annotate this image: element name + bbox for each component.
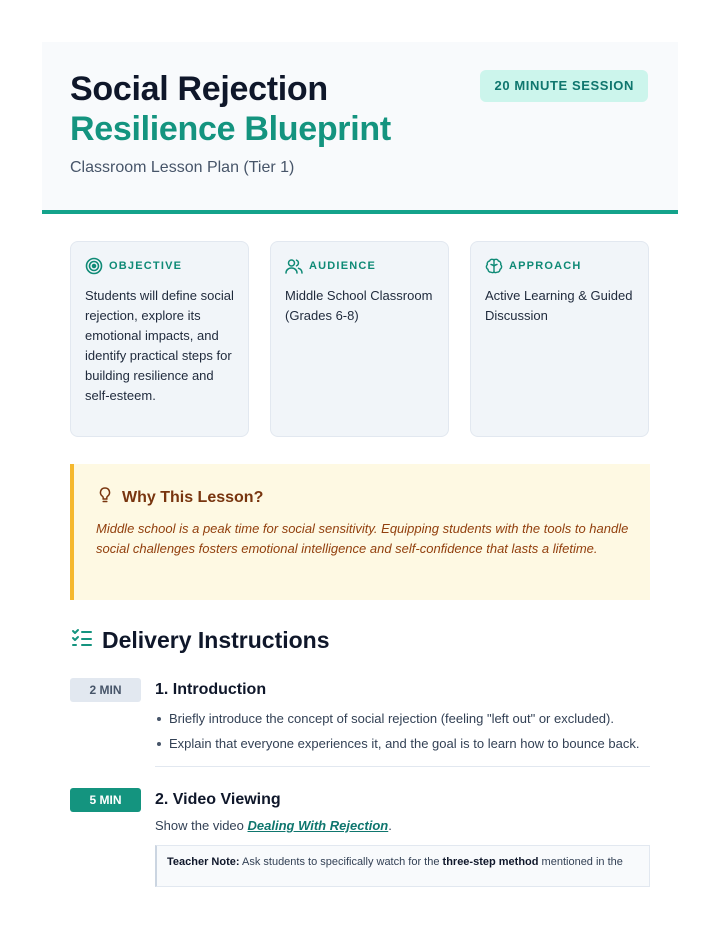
teacher-note: Teacher Note: Ask students to specifical… bbox=[155, 845, 650, 887]
card-label: AUDIENCE bbox=[309, 260, 377, 272]
step-title: 2. Video Viewing bbox=[155, 791, 281, 808]
section-title: Delivery Instructions bbox=[102, 627, 330, 653]
lightbulb-icon bbox=[96, 486, 114, 509]
note-text: Ask students to specifically watch for t… bbox=[239, 856, 443, 868]
info-cards: OBJECTIVE Students will define social re… bbox=[70, 241, 650, 437]
list-item: Explain that everyone experiences it, an… bbox=[155, 731, 650, 756]
session-length-badge: 20 MINUTE SESSION bbox=[480, 70, 648, 102]
checklist-icon bbox=[70, 626, 94, 655]
step-bullets: Briefly introduce the concept of social … bbox=[155, 706, 650, 756]
note-emphasis: three-step method bbox=[442, 856, 539, 868]
note-label: Teacher Note: bbox=[167, 856, 240, 868]
step-description: Show the video Dealing With Rejection. bbox=[155, 818, 650, 833]
card-text: Students will define social rejection, e… bbox=[85, 288, 234, 403]
subtitle: Classroom Lesson Plan (Tier 1) bbox=[70, 159, 295, 176]
title-line-2: Resilience Blueprint bbox=[70, 110, 391, 148]
list-item: Briefly introduce the concept of social … bbox=[155, 706, 650, 731]
description-suffix: . bbox=[388, 818, 392, 833]
users-icon bbox=[285, 257, 303, 275]
delivery-heading: Delivery Instructions bbox=[70, 626, 330, 655]
approach-card: APPROACH Active Learning & Guided Discus… bbox=[470, 241, 649, 437]
target-icon bbox=[85, 257, 103, 275]
why-this-lesson-callout: Why This Lesson? Middle school is a peak… bbox=[70, 464, 650, 600]
objective-card: OBJECTIVE Students will define social re… bbox=[70, 241, 249, 437]
brain-icon bbox=[485, 257, 503, 275]
card-text: Middle School Classroom (Grades 6-8) bbox=[285, 288, 433, 323]
divider bbox=[155, 766, 650, 767]
description-text: Show the video bbox=[155, 818, 248, 833]
step-time-badge: 5 MIN bbox=[70, 788, 141, 812]
title-line-1: Social Rejection bbox=[70, 70, 328, 108]
video-link[interactable]: Dealing With Rejection bbox=[247, 818, 389, 833]
lesson-header: Social Rejection Resilience Blueprint Cl… bbox=[42, 42, 678, 214]
note-text-end: mentioned in the bbox=[538, 856, 623, 868]
card-label: APPROACH bbox=[509, 260, 582, 272]
card-label: OBJECTIVE bbox=[109, 260, 183, 272]
callout-text: Middle school is a peak time for social … bbox=[96, 521, 629, 556]
audience-card: AUDIENCE Middle School Classroom (Grades… bbox=[270, 241, 449, 437]
step-time-badge: 2 MIN bbox=[70, 678, 141, 702]
step-title: 1. Introduction bbox=[155, 681, 267, 698]
callout-title: Why This Lesson? bbox=[122, 488, 264, 506]
card-text: Active Learning & Guided Discussion bbox=[485, 288, 633, 323]
